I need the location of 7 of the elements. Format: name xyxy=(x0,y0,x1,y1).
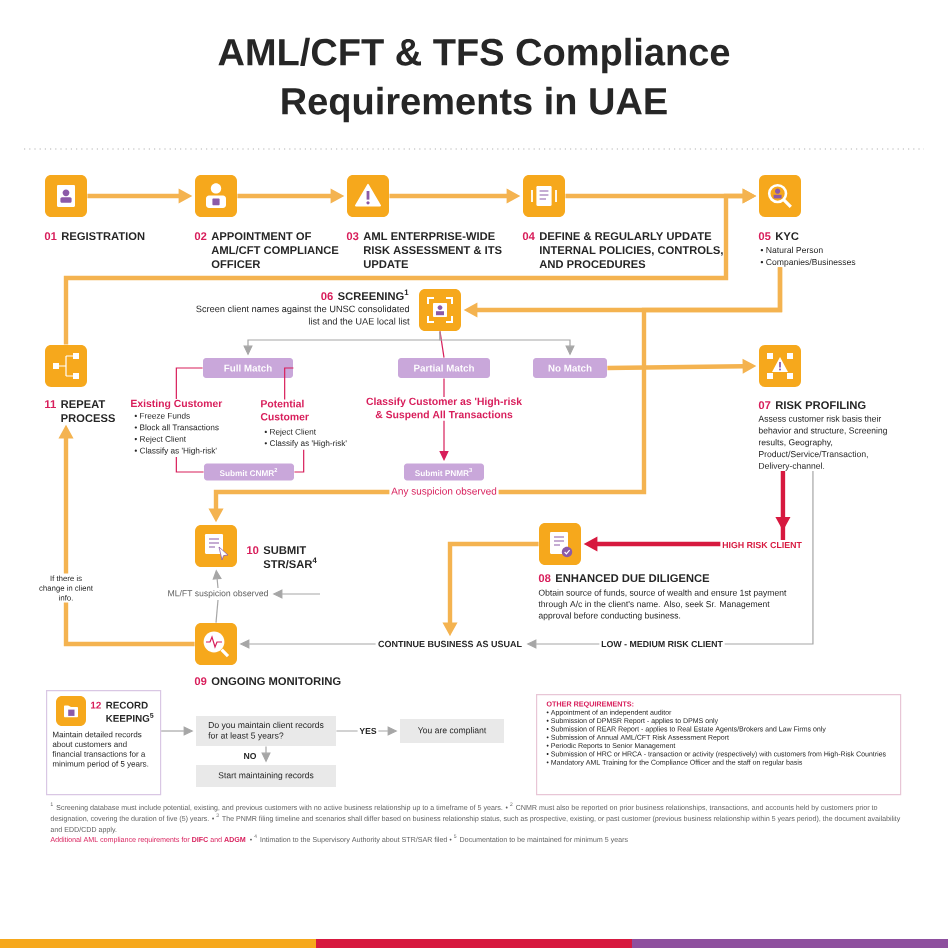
connector-line xyxy=(215,599,219,624)
connector-line xyxy=(175,367,204,400)
title: AML/CFT & TFS Compliance Requirements in UAE xyxy=(218,37,730,123)
connector-line xyxy=(284,367,294,400)
connector-line xyxy=(293,449,305,473)
connector-line xyxy=(175,456,205,473)
connector-line xyxy=(443,377,445,398)
